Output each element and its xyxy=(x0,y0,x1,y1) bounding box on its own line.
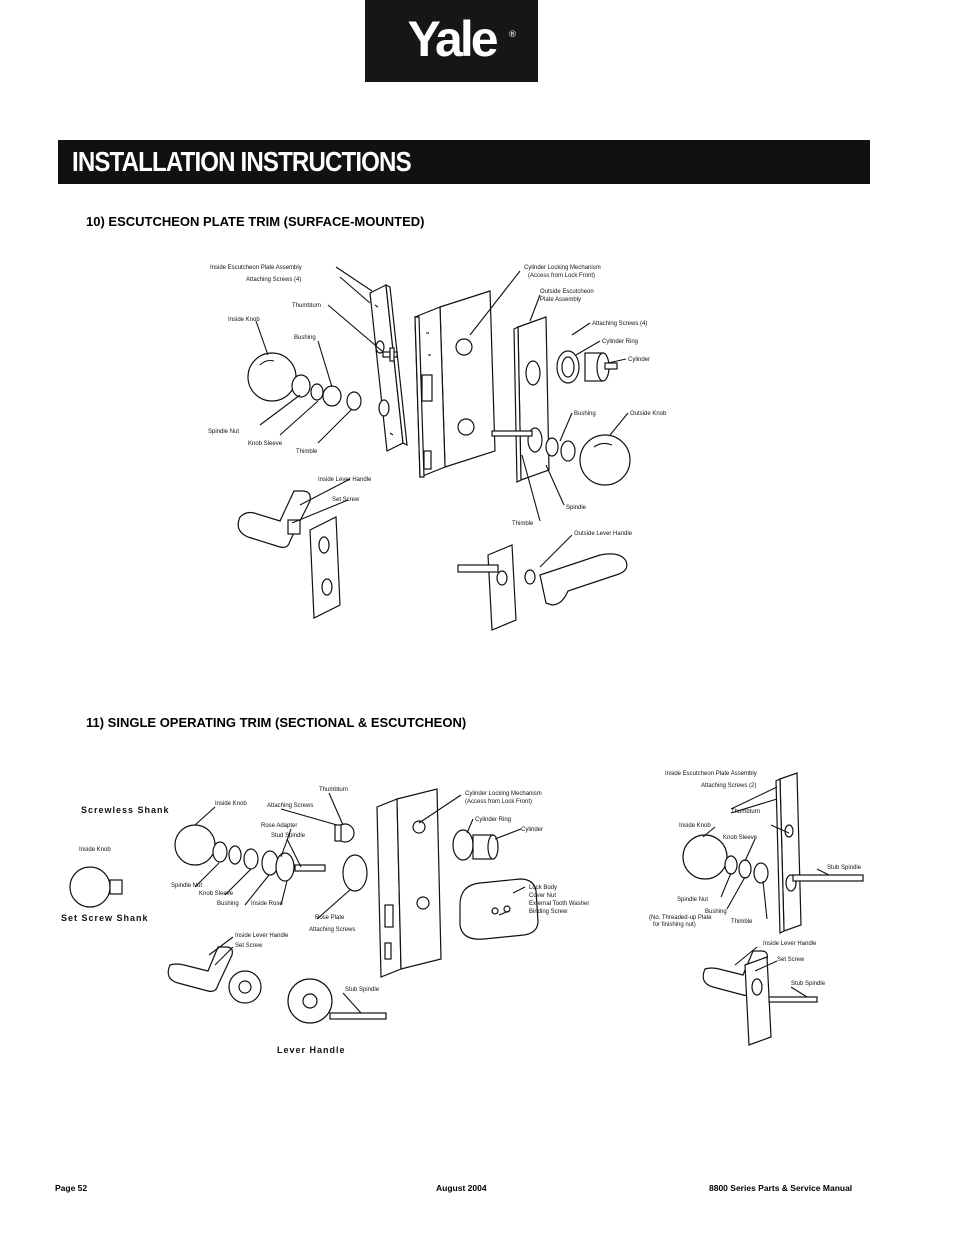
diagram-escutcheon-plate: Inside Escutcheon Plate Assembly Attachi… xyxy=(208,265,667,631)
screwless-knob-part xyxy=(174,824,326,882)
lever-handle-part xyxy=(167,946,387,1024)
label-inside-lever-2: Inside Lever Handle xyxy=(235,933,289,939)
label-outside-knob: Outside Knob xyxy=(630,411,667,417)
label-esc-spindle-nut: Spindle Nut xyxy=(677,897,708,903)
diagram-single-operating-trim: Screwless Shank Set Screw Shank Lever Ha… xyxy=(61,771,864,1055)
label-thimble: Thimble xyxy=(296,449,318,455)
label-esc-knob-sleeve: Knob Sleeve xyxy=(723,835,758,841)
section-10-heading: 10) ESCUTCHEON PLATE TRIM (SURFACE-MOUNT… xyxy=(86,214,425,229)
inside-lever-part xyxy=(237,490,341,619)
label-esc-inside-plate: Inside Escutcheon Plate Assembly xyxy=(665,771,757,777)
inside-escutcheon-plate xyxy=(369,283,408,452)
label-screwless-shank: Screwless Shank xyxy=(81,805,170,815)
leader-lines xyxy=(255,266,629,568)
label-esc-thumbturn: Thumbturn xyxy=(731,809,760,815)
label-inside-lever: Inside Lever Handle xyxy=(318,477,372,483)
label-inside-knob-2: Inside Knob xyxy=(215,801,247,807)
escutcheon-single-trim xyxy=(682,772,864,1046)
label-inside-knob: Inside Knob xyxy=(228,317,260,323)
label-cylinder-ring-2: Cylinder Ring xyxy=(475,817,511,823)
page-title: INSTALLATION INSTRUCTIONS xyxy=(72,146,412,177)
label-rose-plate: Rose Plate xyxy=(315,915,345,921)
label-attaching-screws-2: Attaching Screws xyxy=(267,803,313,809)
label-set-screw-2: Set Screw xyxy=(235,943,263,949)
label-thumbturn: Thumbturn xyxy=(292,303,321,309)
label-cylinder-locking-2: Cylinder Locking Mechanism xyxy=(465,791,542,797)
label-set-screw-shank: Set Screw Shank xyxy=(61,913,149,923)
outside-escutcheon-plate xyxy=(491,316,550,483)
sectional-lock-body xyxy=(376,788,442,978)
lock-body-part xyxy=(414,290,496,478)
thumbturn-rose-part xyxy=(334,823,368,892)
cylinder-part-2 xyxy=(452,829,499,861)
leader-lines-2 xyxy=(194,786,830,1014)
label-thimble-out: Thimble xyxy=(512,521,534,527)
label-lever-handle: Lever Handle xyxy=(277,1045,346,1055)
label-outside-plate: Outside Escutcheon xyxy=(540,289,594,295)
label-inside-rose: Inside Rose xyxy=(251,901,283,907)
lock-cover-part xyxy=(459,878,539,940)
label-cylinder: Cylinder xyxy=(628,357,650,363)
label-esc-stub-spindle-2: Stub Spindle xyxy=(791,981,826,987)
footer-manual-title: 8800 Series Parts & Service Manual xyxy=(709,1183,853,1193)
label-knob-sleeve-2: Knob Sleeve xyxy=(199,891,234,897)
label-esc-note-2: for finishing nut) xyxy=(653,922,696,928)
label-thumbturn-2: Thumbturn xyxy=(319,787,348,793)
set-screw-knob-part xyxy=(69,866,123,908)
label-cylinder-locking-note: (Access from Lock Front) xyxy=(528,273,595,279)
label-spindle-nut: Spindle Nut xyxy=(208,429,239,435)
label-stud-spindle: Stud Spindle xyxy=(271,833,306,839)
label-cylinder-2: Cylinder xyxy=(521,827,543,833)
figure-escutcheon-plate-trim: Inside Escutcheon Plate Assembly Attachi… xyxy=(200,255,690,635)
figure-single-operating-trim: Screwless Shank Set Screw Shank Lever Ha… xyxy=(55,765,875,1065)
label-attaching-screws: Attaching Screws (4) xyxy=(246,277,301,283)
label-outside-plate-2: Plate Assembly xyxy=(540,297,581,303)
label-spindle-nut-2: Spindle Nut xyxy=(171,883,202,889)
inside-knob-part xyxy=(247,352,362,411)
label-cover-nut: Cover Nut xyxy=(529,893,556,899)
label-esc-inside-knob: Inside Knob xyxy=(679,823,711,829)
label-esc-stub-spindle: Stub Spindle xyxy=(827,865,862,871)
registered-mark: ® xyxy=(508,30,517,40)
label-cylinder-locking-note-2: (Access from Lock Front) xyxy=(465,799,532,805)
label-esc-inside-lever: Inside Lever Handle xyxy=(763,941,817,947)
label-outside-lever: Outside Lever Handle xyxy=(574,531,633,537)
label-rose-adapter: Rose Adapter xyxy=(261,823,297,829)
thumbturn-part xyxy=(382,347,398,362)
outside-knob-part xyxy=(545,434,631,486)
label-bushing-2: Bushing xyxy=(217,901,239,907)
label-bushing: Bushing xyxy=(294,335,316,341)
label-esc-set-screw: Set Screw xyxy=(777,957,805,963)
label-esc-note: (No. Threaded-up Plate xyxy=(649,915,712,921)
label-attaching-screws-out: Attaching Screws (4) xyxy=(592,321,647,327)
label-lock-body: Lock Body xyxy=(529,885,557,891)
label-external-tooth-washer: External Tooth Washer xyxy=(529,901,589,907)
footer-date: August 2004 xyxy=(436,1183,487,1193)
yale-logo: Yale xyxy=(365,0,538,82)
footer-page-number: Page 52 xyxy=(55,1183,88,1193)
cylinder-part xyxy=(556,350,618,384)
outside-lever-part xyxy=(457,544,628,631)
label-cylinder-ring: Cylinder Ring xyxy=(602,339,638,345)
label-inside-plate: Inside Escutcheon Plate Assembly xyxy=(210,265,302,271)
label-attaching-screws-3: Attaching Screws xyxy=(309,927,355,933)
label-cylinder-locking: Cylinder Locking Mechanism xyxy=(524,265,601,271)
label-binding-screw: Binding Screw xyxy=(529,909,568,915)
section-11-heading: 11) SINGLE OPERATING TRIM (SECTIONAL & E… xyxy=(86,715,467,730)
label-spindle: Spindle xyxy=(566,505,587,511)
label-esc-bushing: Bushing xyxy=(705,909,727,915)
label-stub-spindle: Stub Spindle xyxy=(345,987,380,993)
title-banner: INSTALLATION INSTRUCTIONS xyxy=(58,140,870,184)
label-inside-knob-small: Inside Knob xyxy=(79,847,111,853)
label-set-screw: Set Screw xyxy=(332,497,360,503)
label-esc-thimble: Thimble xyxy=(731,919,753,925)
label-bushing-out: Bushing xyxy=(574,411,596,417)
logo-text: Yale xyxy=(407,11,498,67)
label-knob-sleeve: Knob Sleeve xyxy=(248,441,283,447)
label-esc-attaching-screws: Attaching Screws (2) xyxy=(701,783,756,789)
